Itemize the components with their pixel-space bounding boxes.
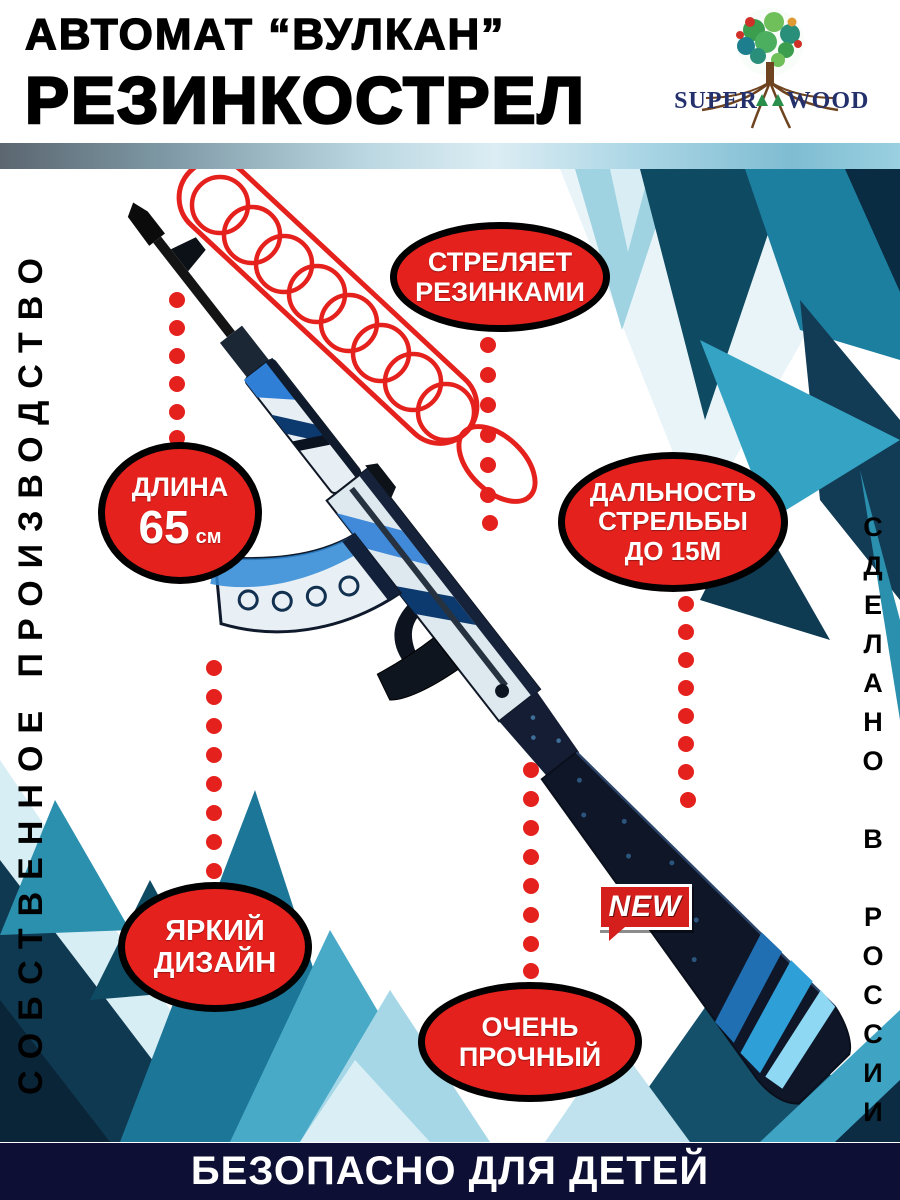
brand-name-wood: WOOD	[787, 88, 870, 114]
callout-bright-design: ЯРКИЙ ДИЗАЙН	[118, 882, 312, 1012]
header: АВТОМАТ “ВУЛКАН” РЕЗИНКОСТРЕЛ	[0, 0, 900, 143]
callout-length-unit: см	[195, 526, 222, 549]
brand-logo: SUPER WOOD	[674, 8, 870, 129]
dots-design	[206, 660, 222, 879]
callout-shoots-line2: РЕЗИНКАМИ	[415, 277, 585, 307]
callout-shoots-rubber-bands: СТРЕЛЯЕТ РЕЗИНКАМИ	[390, 222, 610, 332]
callout-length: ДЛИНА 65 см	[98, 442, 262, 584]
brand-name-super: SUPER	[674, 88, 758, 114]
callout-design-line2: ДИЗАЙН	[153, 947, 277, 979]
side-label-right: СДЕЛАНО В РОССИИ	[858, 512, 888, 1136]
footer-banner: БЕЗОПАСНО ДЛЯ ДЕТЕЙ	[0, 1143, 900, 1200]
dots-durable	[523, 762, 539, 979]
dots-shoots	[480, 337, 498, 531]
product-title-line2: РЕЗИНКОСТРЕЛ	[24, 62, 586, 139]
callout-range-line3: ДО 15М	[624, 535, 722, 566]
product-title-line1: АВТОМАТ “ВУЛКАН”	[24, 9, 506, 59]
header-divider-stripe	[0, 143, 900, 169]
new-badge: NEW	[598, 884, 692, 941]
callout-range: ДАЛЬНОСТЬ СТРЕЛЬБЫ ДО 15М	[558, 452, 788, 592]
callout-range-line1: ДАЛЬНОСТЬ	[589, 477, 757, 508]
dots-range	[678, 596, 696, 808]
callout-range-line2: СТРЕЛЬБЫ	[598, 506, 748, 537]
callout-durable-line1: ОЧЕНЬ	[481, 1011, 579, 1042]
dots-length	[169, 292, 185, 446]
side-label-left: СОБСТВЕННОЕ ПРОИЗВОДСТВО	[12, 246, 50, 1095]
footer-text: БЕЗОПАСНО ДЛЯ ДЕТЕЙ	[190, 1149, 710, 1193]
callout-durable-line2: ПРОЧНЫЙ	[458, 1042, 602, 1072]
callout-shoots-line1: СТРЕЛЯЕТ	[427, 246, 573, 277]
logo-tree-icon	[701, 8, 839, 129]
product-title: АВТОМАТ “ВУЛКАН” РЕЗИНКОСТРЕЛ	[24, 9, 586, 139]
callout-length-label: ДЛИНА	[131, 472, 229, 503]
callout-design-line1: ЯРКИЙ	[165, 914, 265, 947]
callout-very-durable: ОЧЕНЬ ПРОЧНЫЙ	[418, 982, 642, 1102]
callout-length-value: 65	[138, 501, 190, 554]
dotted-connector-lines	[169, 292, 696, 979]
